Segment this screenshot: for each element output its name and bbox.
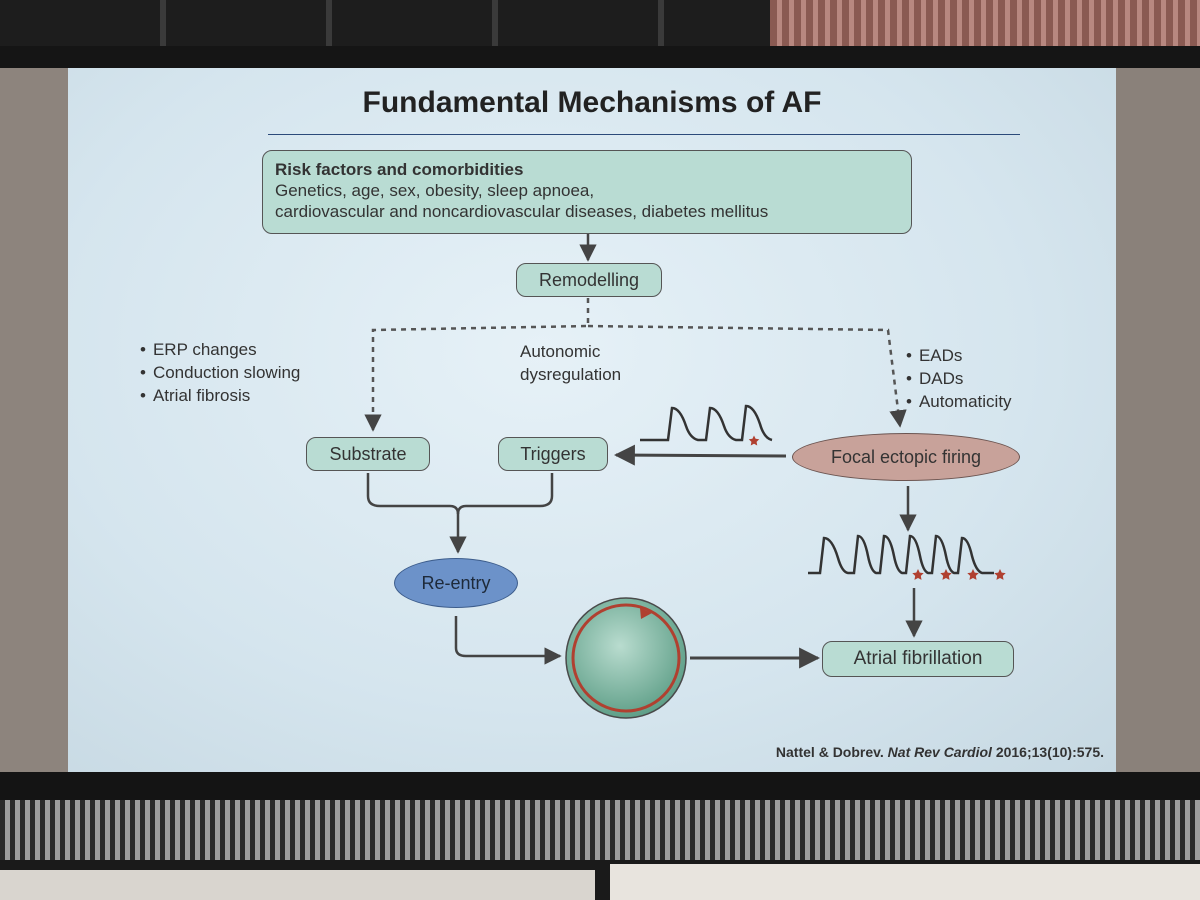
risk-factors-line-1: Genetics, age, sex, obesity, sleep apnoe… (275, 181, 595, 200)
risk-factors-box: Risk factors and comorbidities Genetics,… (262, 150, 912, 234)
citation-reference: 2016;13(10):575. (995, 744, 1104, 760)
risk-factors-title: Risk factors and comorbidities (275, 160, 524, 179)
focal-star-1 (912, 569, 924, 580)
autonomic-label-line-2: dysregulation (520, 365, 622, 384)
trigger-star (748, 435, 760, 446)
wall-right (1105, 68, 1200, 778)
arrow-reentry-to-circle (454, 616, 562, 665)
trigger-action-potential-trace (640, 404, 773, 442)
autonomic-dysregulation-label: Autonomic dysregulation (520, 340, 621, 386)
autonomic-label-line-1: Autonomic (520, 342, 601, 361)
focal-action-potential-trace (808, 534, 994, 575)
triggers-box: Triggers (498, 437, 608, 471)
title-divider (268, 134, 1020, 135)
trigger-mechanisms-list: EADs DADs Automaticity (906, 344, 1012, 413)
merge-substrate (366, 473, 460, 515)
merge-triggers (456, 473, 554, 515)
re-entry-ellipse: Re-entry (394, 558, 518, 608)
slide: Fundamental Mechanisms of AF (68, 68, 1116, 772)
focal-star-4 (994, 569, 1006, 580)
list-item: Automaticity (906, 390, 1012, 413)
list-item: Atrial fibrosis (140, 384, 300, 407)
atrial-fibrillation-box: Atrial fibrillation (822, 641, 1014, 677)
screen-frame-bottom (0, 772, 1200, 800)
citation-journal: Nat Rev Cardiol (887, 744, 992, 760)
list-item: DADs (906, 367, 1012, 390)
focal-ectopic-firing-ellipse: Focal ectopic firing (792, 433, 1020, 481)
ceiling-panel (770, 0, 1200, 48)
substrate-mechanisms-list: ERP changes Conduction slowing Atrial fi… (140, 338, 300, 407)
substrate-box: Substrate (306, 437, 430, 471)
risk-factors-line-2: cardiovascular and noncardiovascular dis… (275, 202, 769, 221)
focal-star-2 (940, 569, 952, 580)
list-item: Conduction slowing (140, 361, 300, 384)
remodelling-box: Remodelling (516, 263, 662, 297)
diagram-connectors (364, 234, 1006, 719)
reentry-circuit-arrowhead (640, 608, 652, 619)
arrow-focal-to-triggers (613, 444, 787, 466)
list-item: ERP changes (140, 338, 300, 361)
stage-railing (0, 800, 1200, 862)
seat-back-left (0, 870, 595, 900)
focal-star-3 (967, 569, 979, 580)
slide-title: Fundamental Mechanisms of AF (362, 86, 822, 119)
dotted-branch-right (587, 324, 907, 428)
list-item: EADs (906, 344, 1012, 367)
screen-frame-top (0, 46, 1200, 68)
citation: Nattel & Dobrev. Nat Rev Cardiol 2016;13… (776, 744, 1104, 760)
reentry-circuit-circle (565, 597, 687, 719)
reentry-circuit-path (571, 603, 681, 713)
seat-back-right (610, 864, 1200, 900)
citation-authors: Nattel & Dobrev. (775, 744, 884, 760)
dotted-branch-left (364, 298, 590, 432)
